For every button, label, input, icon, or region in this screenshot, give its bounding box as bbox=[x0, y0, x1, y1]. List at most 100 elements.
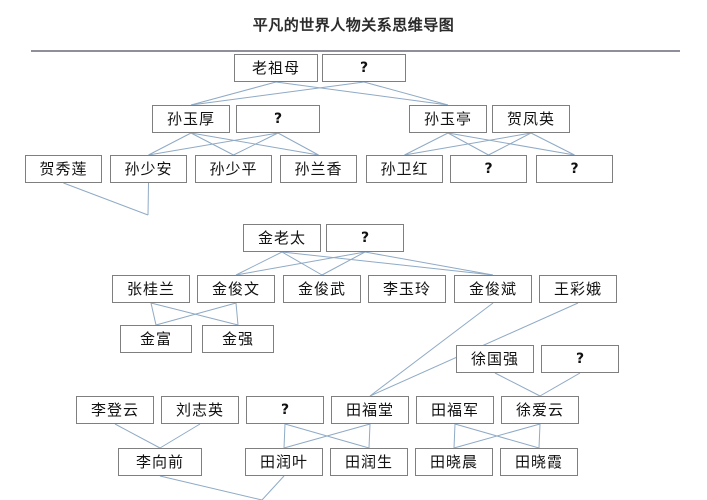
page-title: 平凡的世界人物关系思维导图 bbox=[252, 16, 455, 34]
relationship-link bbox=[284, 423, 370, 449]
node-label: 田晓霞 bbox=[514, 452, 563, 471]
node-label: 孙少平 bbox=[209, 159, 258, 178]
node-label: 李向前 bbox=[135, 452, 184, 471]
node-label: 孙少安 bbox=[124, 159, 173, 178]
node-unknown[interactable]: ? bbox=[326, 224, 404, 252]
node-label: ? bbox=[273, 111, 283, 127]
relationship-link bbox=[321, 251, 366, 276]
node-n21[interactable]: 金富 bbox=[120, 325, 192, 353]
node-label: 金俊武 bbox=[297, 279, 346, 298]
relationship-link bbox=[147, 182, 149, 216]
node-n10[interactable]: 孙卫红 bbox=[366, 155, 443, 183]
node-unknown[interactable]: ? bbox=[322, 54, 406, 82]
node-label: 田福军 bbox=[430, 400, 479, 419]
node-n25[interactable]: 李登云 bbox=[76, 396, 154, 424]
node-unknown[interactable]: ? bbox=[246, 396, 324, 424]
node-label: 贺凤英 bbox=[506, 109, 555, 128]
relationship-link bbox=[190, 81, 277, 106]
node-n29[interactable]: 田福军 bbox=[416, 396, 494, 424]
node-n18[interactable]: 李玉玲 bbox=[368, 275, 446, 303]
node-label: 孙卫红 bbox=[380, 159, 429, 178]
node-n22[interactable]: 金强 bbox=[202, 325, 274, 353]
node-unknown[interactable]: ? bbox=[450, 155, 527, 183]
node-n20[interactable]: 王彩娥 bbox=[539, 275, 617, 303]
node-label: 老祖母 bbox=[251, 58, 300, 77]
node-label: 田晓晨 bbox=[429, 452, 478, 471]
node-label: 刘志英 bbox=[175, 400, 224, 419]
node-label: 金俊文 bbox=[211, 279, 260, 298]
node-n17[interactable]: 金俊武 bbox=[283, 275, 361, 303]
node-label: 徐爱云 bbox=[515, 400, 564, 419]
node-label: 贺秀莲 bbox=[39, 159, 88, 178]
relationship-link bbox=[235, 302, 239, 326]
relationship-link bbox=[233, 132, 279, 156]
node-n19[interactable]: 金俊斌 bbox=[454, 275, 532, 303]
node-n7[interactable]: 孙少安 bbox=[110, 155, 187, 183]
node-n15[interactable]: 张桂兰 bbox=[112, 275, 190, 303]
node-label: 田福堂 bbox=[345, 400, 394, 419]
node-n35[interactable]: 田晓霞 bbox=[500, 448, 578, 476]
relationship-link bbox=[530, 132, 575, 156]
node-n34[interactable]: 田晓晨 bbox=[415, 448, 493, 476]
relationship-link bbox=[275, 81, 449, 106]
node-label: ? bbox=[484, 161, 493, 177]
relationship-link bbox=[447, 132, 575, 156]
node-unknown[interactable]: ? bbox=[236, 105, 320, 133]
node-label: 王彩娥 bbox=[553, 279, 602, 298]
node-label: ? bbox=[359, 60, 369, 76]
relationship-link bbox=[235, 251, 366, 276]
node-n13[interactable]: 金老太 bbox=[243, 224, 321, 252]
node-n23[interactable]: 徐国强 bbox=[456, 345, 534, 373]
node-label: 金富 bbox=[139, 329, 172, 348]
node-n5[interactable]: 贺凤英 bbox=[492, 105, 570, 133]
node-label: 张桂兰 bbox=[126, 279, 175, 298]
relationship-link bbox=[159, 423, 201, 449]
relationship-link bbox=[235, 251, 283, 276]
node-label: 田润叶 bbox=[259, 452, 308, 471]
relationship-link bbox=[63, 182, 149, 216]
relationship-link bbox=[281, 251, 494, 276]
node-n16[interactable]: 金俊文 bbox=[197, 275, 275, 303]
node-n33[interactable]: 田润生 bbox=[330, 448, 408, 476]
node-n0[interactable]: 老祖母 bbox=[234, 54, 318, 82]
relationship-link bbox=[368, 423, 371, 449]
node-n9[interactable]: 孙兰香 bbox=[280, 155, 357, 183]
node-n8[interactable]: 孙少平 bbox=[195, 155, 272, 183]
relationship-link bbox=[283, 423, 286, 449]
relationship-link bbox=[453, 423, 456, 449]
relationship-link bbox=[148, 132, 192, 156]
relationship-link bbox=[159, 475, 263, 500]
relationship-link bbox=[538, 423, 541, 449]
node-n2[interactable]: 孙玉厚 bbox=[152, 105, 230, 133]
node-n28[interactable]: 田福堂 bbox=[331, 396, 409, 424]
node-n4[interactable]: 孙玉亭 bbox=[409, 105, 487, 133]
relationship-link bbox=[277, 132, 319, 156]
node-n26[interactable]: 刘志英 bbox=[161, 396, 239, 424]
node-unknown[interactable]: ? bbox=[541, 345, 619, 373]
relationship-link bbox=[369, 302, 494, 397]
node-n32[interactable]: 田润叶 bbox=[245, 448, 323, 476]
node-label: 李玉玲 bbox=[382, 279, 431, 298]
node-label: ? bbox=[575, 351, 585, 367]
node-label: 金俊斌 bbox=[468, 279, 517, 298]
header-divider bbox=[31, 50, 680, 52]
relationship-link bbox=[261, 475, 285, 500]
node-label: 李登云 bbox=[90, 400, 139, 419]
node-label: 田润生 bbox=[344, 452, 393, 471]
relationship-link bbox=[494, 372, 541, 397]
node-unknown[interactable]: ? bbox=[536, 155, 613, 183]
node-n31[interactable]: 李向前 bbox=[118, 448, 202, 476]
relationship-link bbox=[148, 132, 279, 156]
node-label: 金强 bbox=[221, 329, 254, 348]
node-n30[interactable]: 徐爱云 bbox=[501, 396, 579, 424]
node-label: 孙兰香 bbox=[294, 159, 343, 178]
node-label: 孙玉厚 bbox=[166, 109, 215, 128]
relationship-link bbox=[150, 302, 157, 326]
node-label: ? bbox=[570, 161, 579, 177]
node-n6[interactable]: 贺秀莲 bbox=[25, 155, 102, 183]
node-label: ? bbox=[360, 230, 370, 246]
node-label: 金老太 bbox=[257, 228, 306, 247]
relationship-link bbox=[190, 81, 365, 106]
